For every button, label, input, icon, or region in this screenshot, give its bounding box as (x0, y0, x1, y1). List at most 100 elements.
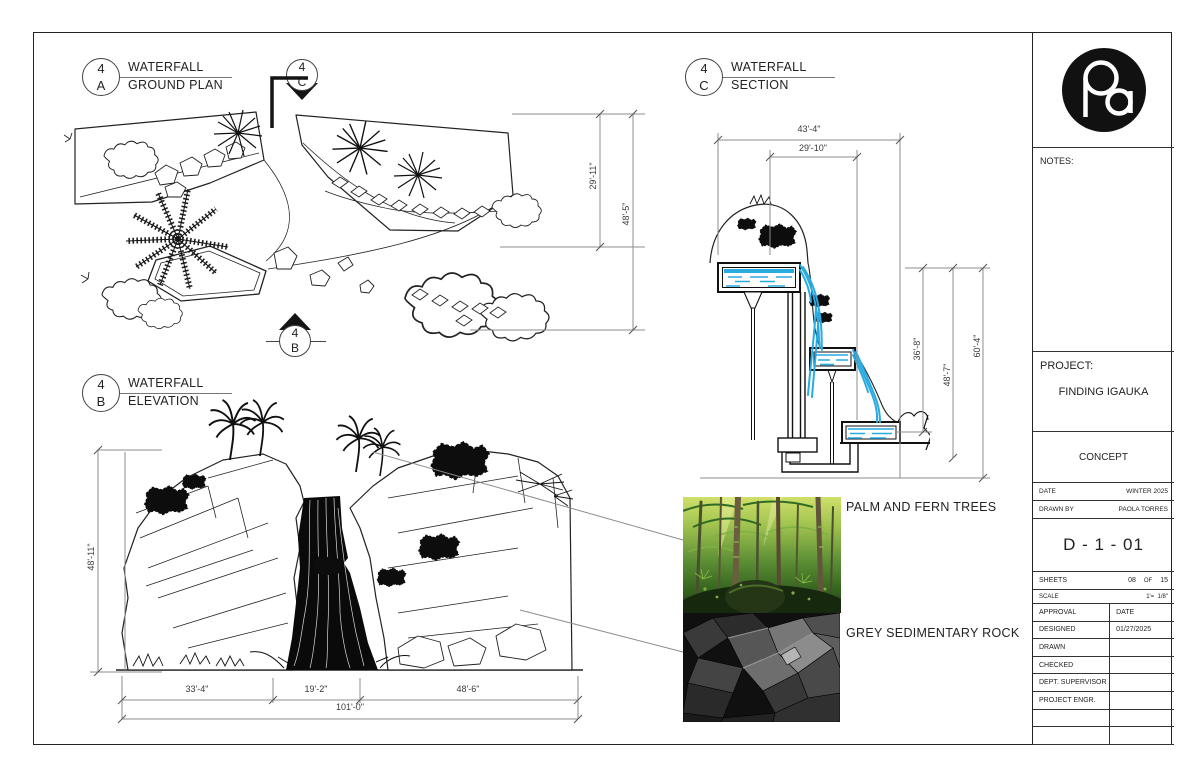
scale-row: SCALE 1'= 1/8" (1033, 590, 1174, 604)
sheets-row: SHEETS 08 OF 15 (1033, 572, 1174, 590)
row-label (1033, 727, 1111, 744)
section-view-label: 4 C WATERFALL SECTION (685, 56, 925, 100)
dim-sec-inner-w: 29'-10" (799, 143, 827, 153)
elevation-marker: 4 B (262, 312, 332, 376)
scale-label: SCALE (1039, 593, 1059, 600)
date-row: DATE WINTER 2025 (1033, 483, 1174, 501)
row-value: 01/27/2025 (1116, 626, 1152, 634)
date-value: WINTER 2025 (1126, 488, 1168, 495)
table-row: CHECKED (1033, 656, 1174, 675)
sheets-total: 15 (1160, 577, 1168, 584)
row-label: PROJECT ENGR. (1033, 692, 1111, 709)
elevation-bubble: 4 B (279, 325, 311, 357)
row-label: DRAWN (1033, 639, 1111, 656)
ground-plan-drawing (63, 109, 550, 342)
row-label: DEPT. SUPERVISOR (1033, 674, 1111, 691)
dim-elev-total: 101'-0" (336, 702, 364, 712)
view-subtitle: SECTION (731, 78, 789, 92)
sheet-border (33, 32, 1172, 745)
approval-date-header: DATE (1116, 608, 1135, 616)
project-box: PROJECT: FINDING IGAUKA (1033, 352, 1174, 432)
elevation-detail-marker: 4 B (82, 374, 120, 412)
view-title: WATERFALL (128, 376, 204, 390)
view-subtitle: ELEVATION (128, 394, 200, 408)
dim-gp-outer: 48'-5" (621, 202, 631, 226)
callout-grey-rock: GREY SEDIMENTARY ROCK (846, 626, 1020, 640)
dim-elev-h: 48'-11" (86, 543, 96, 571)
approval-col-header: APPROVAL (1033, 604, 1111, 621)
table-row: DRAWN (1033, 639, 1174, 657)
detail-letter: C (699, 78, 709, 93)
table-row: DEPT. SUPERVISOR (1033, 674, 1174, 692)
row-label: CHECKED (1033, 656, 1111, 674)
drawing-number-box: D - 1 - 01 (1033, 519, 1174, 572)
dim-sec-h3: 60'-4" (972, 334, 982, 358)
dim-gp-inner: 29'-11" (588, 162, 598, 190)
section-drawing (709, 193, 930, 473)
phase-label: CONCEPT (1079, 451, 1128, 463)
row-label (1033, 709, 1111, 727)
view-label-rule (685, 76, 835, 78)
date-label: DATE (1039, 488, 1056, 495)
detail-number: 4 (700, 61, 708, 76)
notes-label: NOTES: (1040, 156, 1074, 166)
dim-elev-w2: 19'-2" (304, 684, 328, 694)
section-cut-bubble: 4 C (286, 59, 318, 91)
sheets-label: SHEETS (1039, 577, 1068, 584)
row-value (1110, 710, 1174, 727)
elevation-drawing (116, 399, 583, 671)
sheets-of: OF (1143, 577, 1153, 584)
palm-fern-photo (683, 497, 841, 613)
table-row: PROJECT ENGR. (1033, 692, 1174, 710)
table-row: DESIGNED 01/27/2025 (1033, 621, 1174, 640)
detail-letter: A (96, 78, 106, 93)
dim-sec-overall-w: 43'-4" (797, 124, 821, 134)
callout-palm-fern: PALM AND FERN TREES (846, 500, 997, 514)
marker-number: 4 (298, 60, 306, 74)
view-label-rule (82, 392, 232, 394)
dim-elev-w1: 33'-4" (185, 684, 209, 694)
row-value (1110, 692, 1174, 709)
notes-box: NOTES: (1033, 148, 1174, 352)
drawn-by-row: DRAWN BY PAOLA TORRES (1033, 501, 1174, 519)
dim-sec-h1: 36'-8" (912, 337, 922, 361)
detail-number: 4 (97, 61, 105, 76)
dim-elev-w3: 48'-6" (456, 684, 480, 694)
view-label-rule (82, 76, 232, 78)
phase-box: CONCEPT (1033, 432, 1174, 483)
logo-box (1033, 32, 1174, 148)
row-value (1110, 639, 1174, 656)
table-row (1033, 709, 1174, 728)
approval-header-row: APPROVAL DATE (1033, 604, 1174, 622)
sedimentary-rock-photo (683, 613, 840, 722)
view-subtitle: GROUND PLAN (128, 78, 223, 92)
detail-letter: B (96, 394, 106, 409)
drawn-by-label: DRAWN BY (1039, 506, 1074, 513)
title-block: NOTES: PROJECT: FINDING IGAUKA CONCEPT D… (1032, 32, 1174, 745)
row-value (1110, 657, 1174, 674)
section-detail-marker: 4 C (685, 58, 723, 96)
view-title: WATERFALL (731, 60, 807, 74)
marker-letter: C (297, 75, 307, 89)
marker-number: 4 (291, 326, 299, 340)
sheets-current: 08 (1128, 577, 1136, 584)
row-value (1110, 727, 1174, 744)
scale-value: 1'= 1/8" (1146, 593, 1168, 600)
row-value (1110, 674, 1174, 691)
approval-table: APPROVAL DATE DESIGNED 01/27/2025 DRAWN … (1033, 604, 1174, 745)
ground-plan-view-label: 4 A WATERFALL GROUND PLAN (82, 56, 322, 100)
drawing-number: D - 1 - 01 (1063, 535, 1144, 554)
project-name: FINDING IGAUKA (1058, 386, 1149, 398)
row-label: DESIGNED (1033, 621, 1111, 639)
marker-letter: B (290, 341, 299, 355)
drawn-by-value: PAOLA TORRES (1118, 506, 1169, 513)
pa-logo-icon (1061, 48, 1146, 132)
dim-sec-h2: 48'-7" (942, 363, 952, 387)
project-label: PROJECT: (1040, 360, 1094, 372)
section-cut-marker: 4 C (268, 55, 338, 135)
detail-number: 4 (97, 377, 105, 392)
view-title: WATERFALL (128, 60, 204, 74)
ground-plan-detail-marker: 4 A (82, 58, 120, 96)
